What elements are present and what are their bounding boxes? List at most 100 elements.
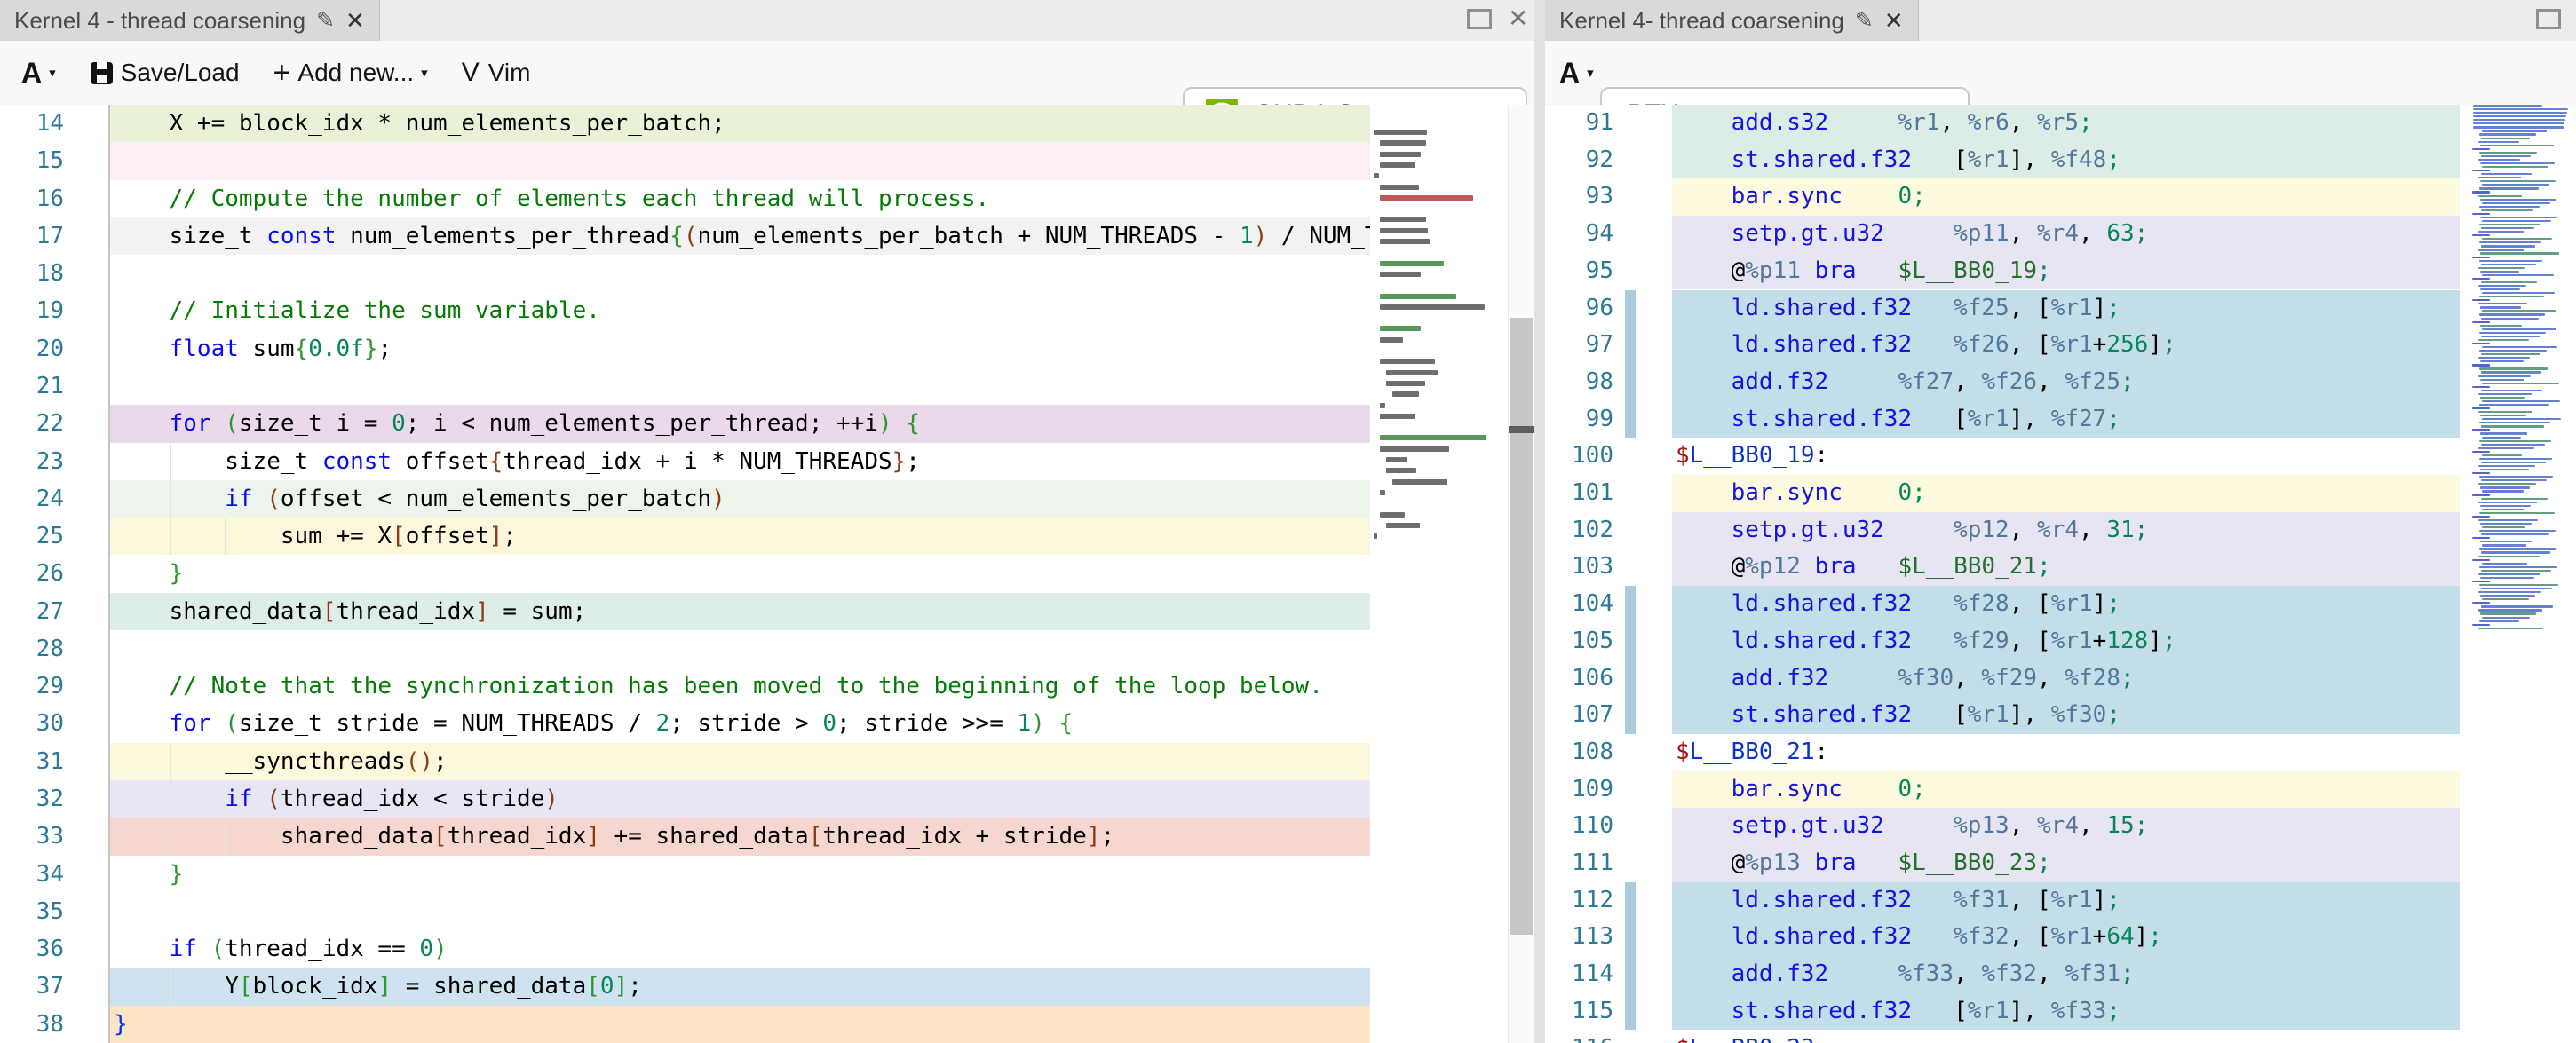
code-line[interactable]: ld.shared.f32 %f31, [%r1]; xyxy=(1672,882,2460,920)
line-number[interactable]: 35 xyxy=(0,893,108,930)
line-number[interactable]: 23 xyxy=(0,443,108,480)
line-number[interactable]: 114 xyxy=(1545,956,1621,993)
code-line[interactable]: add.f32 %f27, %f26, %f25; xyxy=(1672,364,2460,401)
line-number[interactable]: 33 xyxy=(0,818,108,855)
code-line[interactable]: ld.shared.f32 %f29, [%r1+128]; xyxy=(1672,623,2460,660)
line-number[interactable]: 36 xyxy=(0,930,108,968)
close-pane-icon[interactable]: ✕ xyxy=(1508,6,1528,31)
line-number[interactable]: 106 xyxy=(1545,660,1621,698)
code-line[interactable]: $L__BB0_23: xyxy=(1672,1031,2460,1043)
line-number[interactable]: 115 xyxy=(1545,993,1621,1031)
ptx-line-number-gutter[interactable]: 9192939495969798991001011021031041051061… xyxy=(1545,105,1621,1043)
source-editor-tab[interactable]: Kernel 4 - thread coarsening ✎ ✕ xyxy=(0,0,380,41)
code-line[interactable]: setp.gt.u32 %p13, %r4, 15; xyxy=(1672,808,2460,845)
line-number[interactable]: 19 xyxy=(0,292,108,329)
line-number[interactable]: 24 xyxy=(0,480,108,518)
line-number[interactable]: 34 xyxy=(0,856,108,893)
pane-resize-handle[interactable] xyxy=(1534,0,1545,1043)
line-number[interactable]: 110 xyxy=(1545,808,1621,845)
line-number[interactable]: 22 xyxy=(0,405,108,442)
code-line[interactable] xyxy=(110,630,1370,668)
code-line[interactable]: } xyxy=(110,555,1370,592)
line-number[interactable]: 31 xyxy=(0,743,108,780)
line-number[interactable]: 105 xyxy=(1545,623,1621,660)
code-line[interactable]: } xyxy=(110,856,1370,893)
add-new-button[interactable]: + Add new... ▾ xyxy=(273,56,428,91)
line-number[interactable]: 109 xyxy=(1545,771,1621,809)
code-line[interactable]: float sum{0.0f}; xyxy=(110,330,1370,367)
line-number[interactable]: 116 xyxy=(1545,1031,1621,1043)
code-line[interactable]: st.shared.f32 [%r1], %f30; xyxy=(1672,697,2460,734)
line-number[interactable]: 25 xyxy=(0,518,108,555)
line-number[interactable]: 112 xyxy=(1545,882,1621,920)
code-line[interactable] xyxy=(110,367,1370,405)
line-number[interactable]: 17 xyxy=(0,217,108,255)
close-tab-icon[interactable]: ✕ xyxy=(1884,7,1904,35)
code-line[interactable]: sum += X[offset]; xyxy=(110,518,1370,555)
code-line[interactable]: if (thread_idx == 0) xyxy=(110,930,1370,968)
line-number[interactable]: 98 xyxy=(1545,364,1621,401)
line-number[interactable]: 99 xyxy=(1545,401,1621,439)
code-line[interactable]: st.shared.f32 [%r1], %f33; xyxy=(1672,993,2460,1031)
line-number[interactable]: 29 xyxy=(0,668,108,705)
line-number[interactable]: 14 xyxy=(0,105,108,142)
ptx-code-editor[interactable]: 9192939495969798991001011021031041051061… xyxy=(1545,105,2576,1043)
code-line[interactable]: // Compute the number of elements each t… xyxy=(110,180,1370,217)
line-number[interactable]: 101 xyxy=(1545,475,1621,512)
line-number[interactable]: 111 xyxy=(1545,845,1621,882)
source-code-area[interactable]: X += block_idx * num_elements_per_batch;… xyxy=(110,105,1370,1043)
code-line[interactable]: // Initialize the sum variable. xyxy=(110,292,1370,329)
code-line[interactable] xyxy=(110,893,1370,930)
ptx-code-area[interactable]: add.s32 %r1, %r6, %r5; st.shared.f32 [%r… xyxy=(1672,105,2460,1043)
code-line[interactable]: size_t const offset{thread_idx + i * NUM… xyxy=(110,443,1370,480)
code-line[interactable]: st.shared.f32 [%r1], %f48; xyxy=(1672,142,2460,179)
code-line[interactable]: if (offset < num_elements_per_batch) xyxy=(110,480,1370,518)
code-line[interactable]: ld.shared.f32 %f28, [%r1]; xyxy=(1672,586,2460,623)
line-number[interactable]: 95 xyxy=(1545,253,1621,290)
source-scrollbar[interactable] xyxy=(1508,105,1534,1043)
code-line[interactable]: @%p11 bra $L__BB0_19; xyxy=(1672,253,2460,290)
rename-tab-icon[interactable]: ✎ xyxy=(316,7,335,34)
code-line[interactable]: ld.shared.f32 %f32, [%r1+64]; xyxy=(1672,919,2460,956)
vim-toggle-button[interactable]: V Vim xyxy=(462,58,531,88)
line-number[interactable]: 107 xyxy=(1545,697,1621,734)
line-number[interactable]: 21 xyxy=(0,367,108,405)
save-load-button[interactable]: Save/Load xyxy=(90,59,240,87)
code-line[interactable]: shared_data[thread_idx] = sum; xyxy=(110,593,1370,630)
code-line[interactable]: add.s32 %r1, %r6, %r5; xyxy=(1672,105,2460,142)
ptx-minimap[interactable] xyxy=(2470,105,2576,1043)
ptx-output-tab[interactable]: Kernel 4- thread coarsening ✎ ✕ xyxy=(1545,0,1919,41)
line-number[interactable]: 16 xyxy=(0,180,108,217)
rename-tab-icon[interactable]: ✎ xyxy=(1855,7,1874,34)
code-line[interactable]: add.f32 %f30, %f29, %f28; xyxy=(1672,660,2460,698)
code-line[interactable]: @%p13 bra $L__BB0_23; xyxy=(1672,845,2460,882)
code-line[interactable] xyxy=(110,255,1370,292)
line-number[interactable]: 104 xyxy=(1545,586,1621,623)
code-line[interactable]: X += block_idx * num_elements_per_batch; xyxy=(110,105,1370,142)
source-minimap[interactable] xyxy=(1370,105,1508,1043)
code-line[interactable]: bar.sync 0; xyxy=(1672,771,2460,809)
code-line[interactable]: __syncthreads(); xyxy=(110,743,1370,780)
code-line[interactable] xyxy=(110,142,1370,179)
source-code-editor[interactable]: 1415161718192021222324252627282930313233… xyxy=(0,105,1534,1043)
code-line[interactable]: bar.sync 0; xyxy=(1672,475,2460,512)
scrollbar-thumb[interactable] xyxy=(1510,318,1533,935)
line-number[interactable]: 100 xyxy=(1545,438,1621,475)
code-line[interactable]: $L__BB0_21: xyxy=(1672,734,2460,771)
font-size-button[interactable]: A ▾ xyxy=(1559,57,1594,90)
code-line[interactable]: setp.gt.u32 %p11, %r4, 63; xyxy=(1672,216,2460,253)
code-line[interactable]: st.shared.f32 [%r1], %f27; xyxy=(1672,401,2460,439)
line-number[interactable]: 103 xyxy=(1545,549,1621,586)
line-number[interactable]: 108 xyxy=(1545,734,1621,771)
code-line[interactable]: } xyxy=(110,1006,1370,1043)
code-line[interactable]: Y[block_idx] = shared_data[0]; xyxy=(110,968,1370,1005)
line-number[interactable]: 26 xyxy=(0,555,108,592)
code-line[interactable]: bar.sync 0; xyxy=(1672,178,2460,216)
line-number[interactable]: 20 xyxy=(0,330,108,367)
code-line[interactable]: for (size_t stride = NUM_THREADS / 2; st… xyxy=(110,705,1370,742)
line-number[interactable]: 96 xyxy=(1545,290,1621,328)
code-line[interactable]: ld.shared.f32 %f26, [%r1+256]; xyxy=(1672,327,2460,364)
line-number[interactable]: 92 xyxy=(1545,142,1621,179)
line-number[interactable]: 102 xyxy=(1545,512,1621,549)
line-number[interactable]: 27 xyxy=(0,593,108,630)
